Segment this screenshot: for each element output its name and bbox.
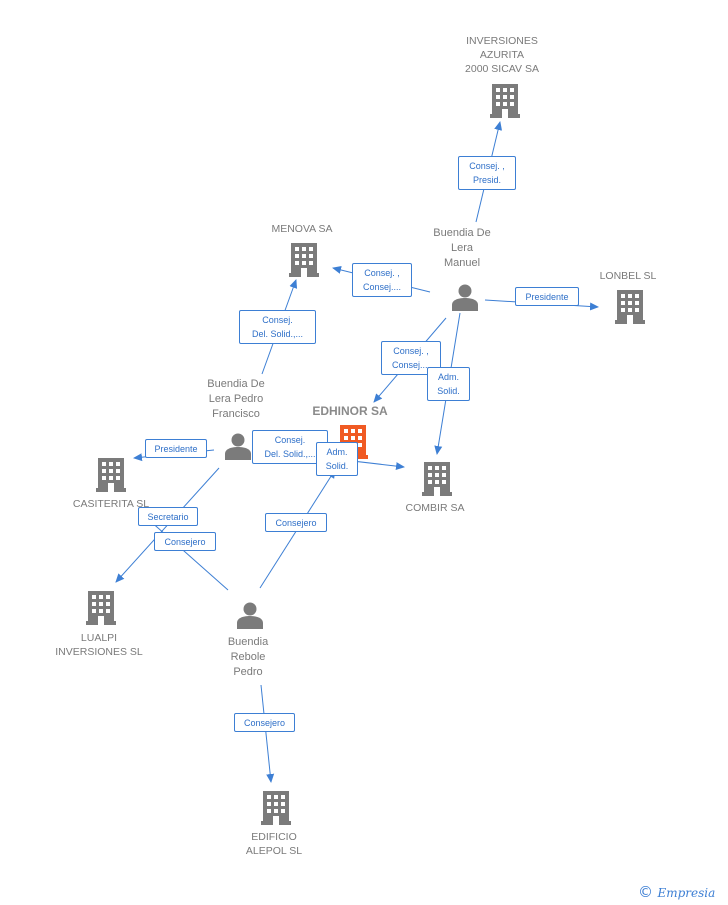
edge-rebole-alepol (260, 684, 275, 783)
node-label-menova: MENOVA SA (271, 223, 333, 235)
node-label-combir: COMBIR SA (405, 502, 465, 514)
node-label-edhinor: EDHINOR SA (312, 404, 388, 418)
edge-label-manuel-menova[interactable]: Consej. , Consej.... (352, 263, 412, 297)
node-label-inversiones-azurita: INVERSIONES AZURITA 2000 SICAV SA (465, 35, 539, 75)
person-icon[interactable] (451, 283, 479, 311)
edge-label-francisco-combir[interactable]: Consej. Del. Solid.,... (252, 430, 328, 464)
building-icon[interactable] (86, 591, 116, 625)
node-label-lualpi: LUALPI INVERSIONES SL (55, 632, 143, 658)
building-icon[interactable] (422, 462, 452, 496)
node-label-buendia-manuel: Buendia De Lera Manuel (433, 227, 491, 269)
edge-label-francisco-menova[interactable]: Consej. Del. Solid.,... (239, 310, 316, 344)
empresia-credit[interactable]: © Empresia (638, 883, 728, 901)
person-icon[interactable] (224, 432, 252, 460)
empresia-logo-text: Empresia (657, 886, 716, 900)
person-icon[interactable] (236, 601, 264, 629)
edge-label-francisco-lualpi[interactable]: Secretario (138, 507, 198, 526)
building-icon[interactable] (261, 791, 291, 825)
edge-label-manuel-combir[interactable]: Adm. Solid. (427, 367, 470, 401)
node-label-lonbel: LONBEL SL (599, 270, 657, 282)
edge-label-rebole-casiterita[interactable]: Consejero (154, 532, 216, 551)
edge-label-manuel-lonbel[interactable]: Presidente (515, 287, 579, 306)
building-icon[interactable] (96, 458, 126, 492)
edge-label-rebole-edhinor-adm[interactable]: Adm. Solid. (316, 442, 358, 476)
edge-label-francisco-casiterita[interactable]: Presidente (145, 439, 207, 458)
node-label-buendia-pedro-francisco: Buendia De Lera Pedro Francisco (207, 378, 265, 420)
copyright-icon: © (638, 883, 653, 901)
node-label-buendia-rebole: Buendia Rebole Pedro (227, 636, 269, 678)
building-icon[interactable] (289, 243, 319, 277)
edge-label-manuel-azurita[interactable]: Consej. , Presid. (458, 156, 516, 190)
node-label-edificio-alepol: EDIFICIO ALEPOL SL (245, 831, 303, 857)
edge-label-rebole-edhinor[interactable]: Consejero (265, 513, 327, 532)
edge-label-rebole-alepol[interactable]: Consejero (234, 713, 295, 732)
building-icon[interactable] (490, 84, 520, 118)
building-icon[interactable] (615, 290, 645, 324)
